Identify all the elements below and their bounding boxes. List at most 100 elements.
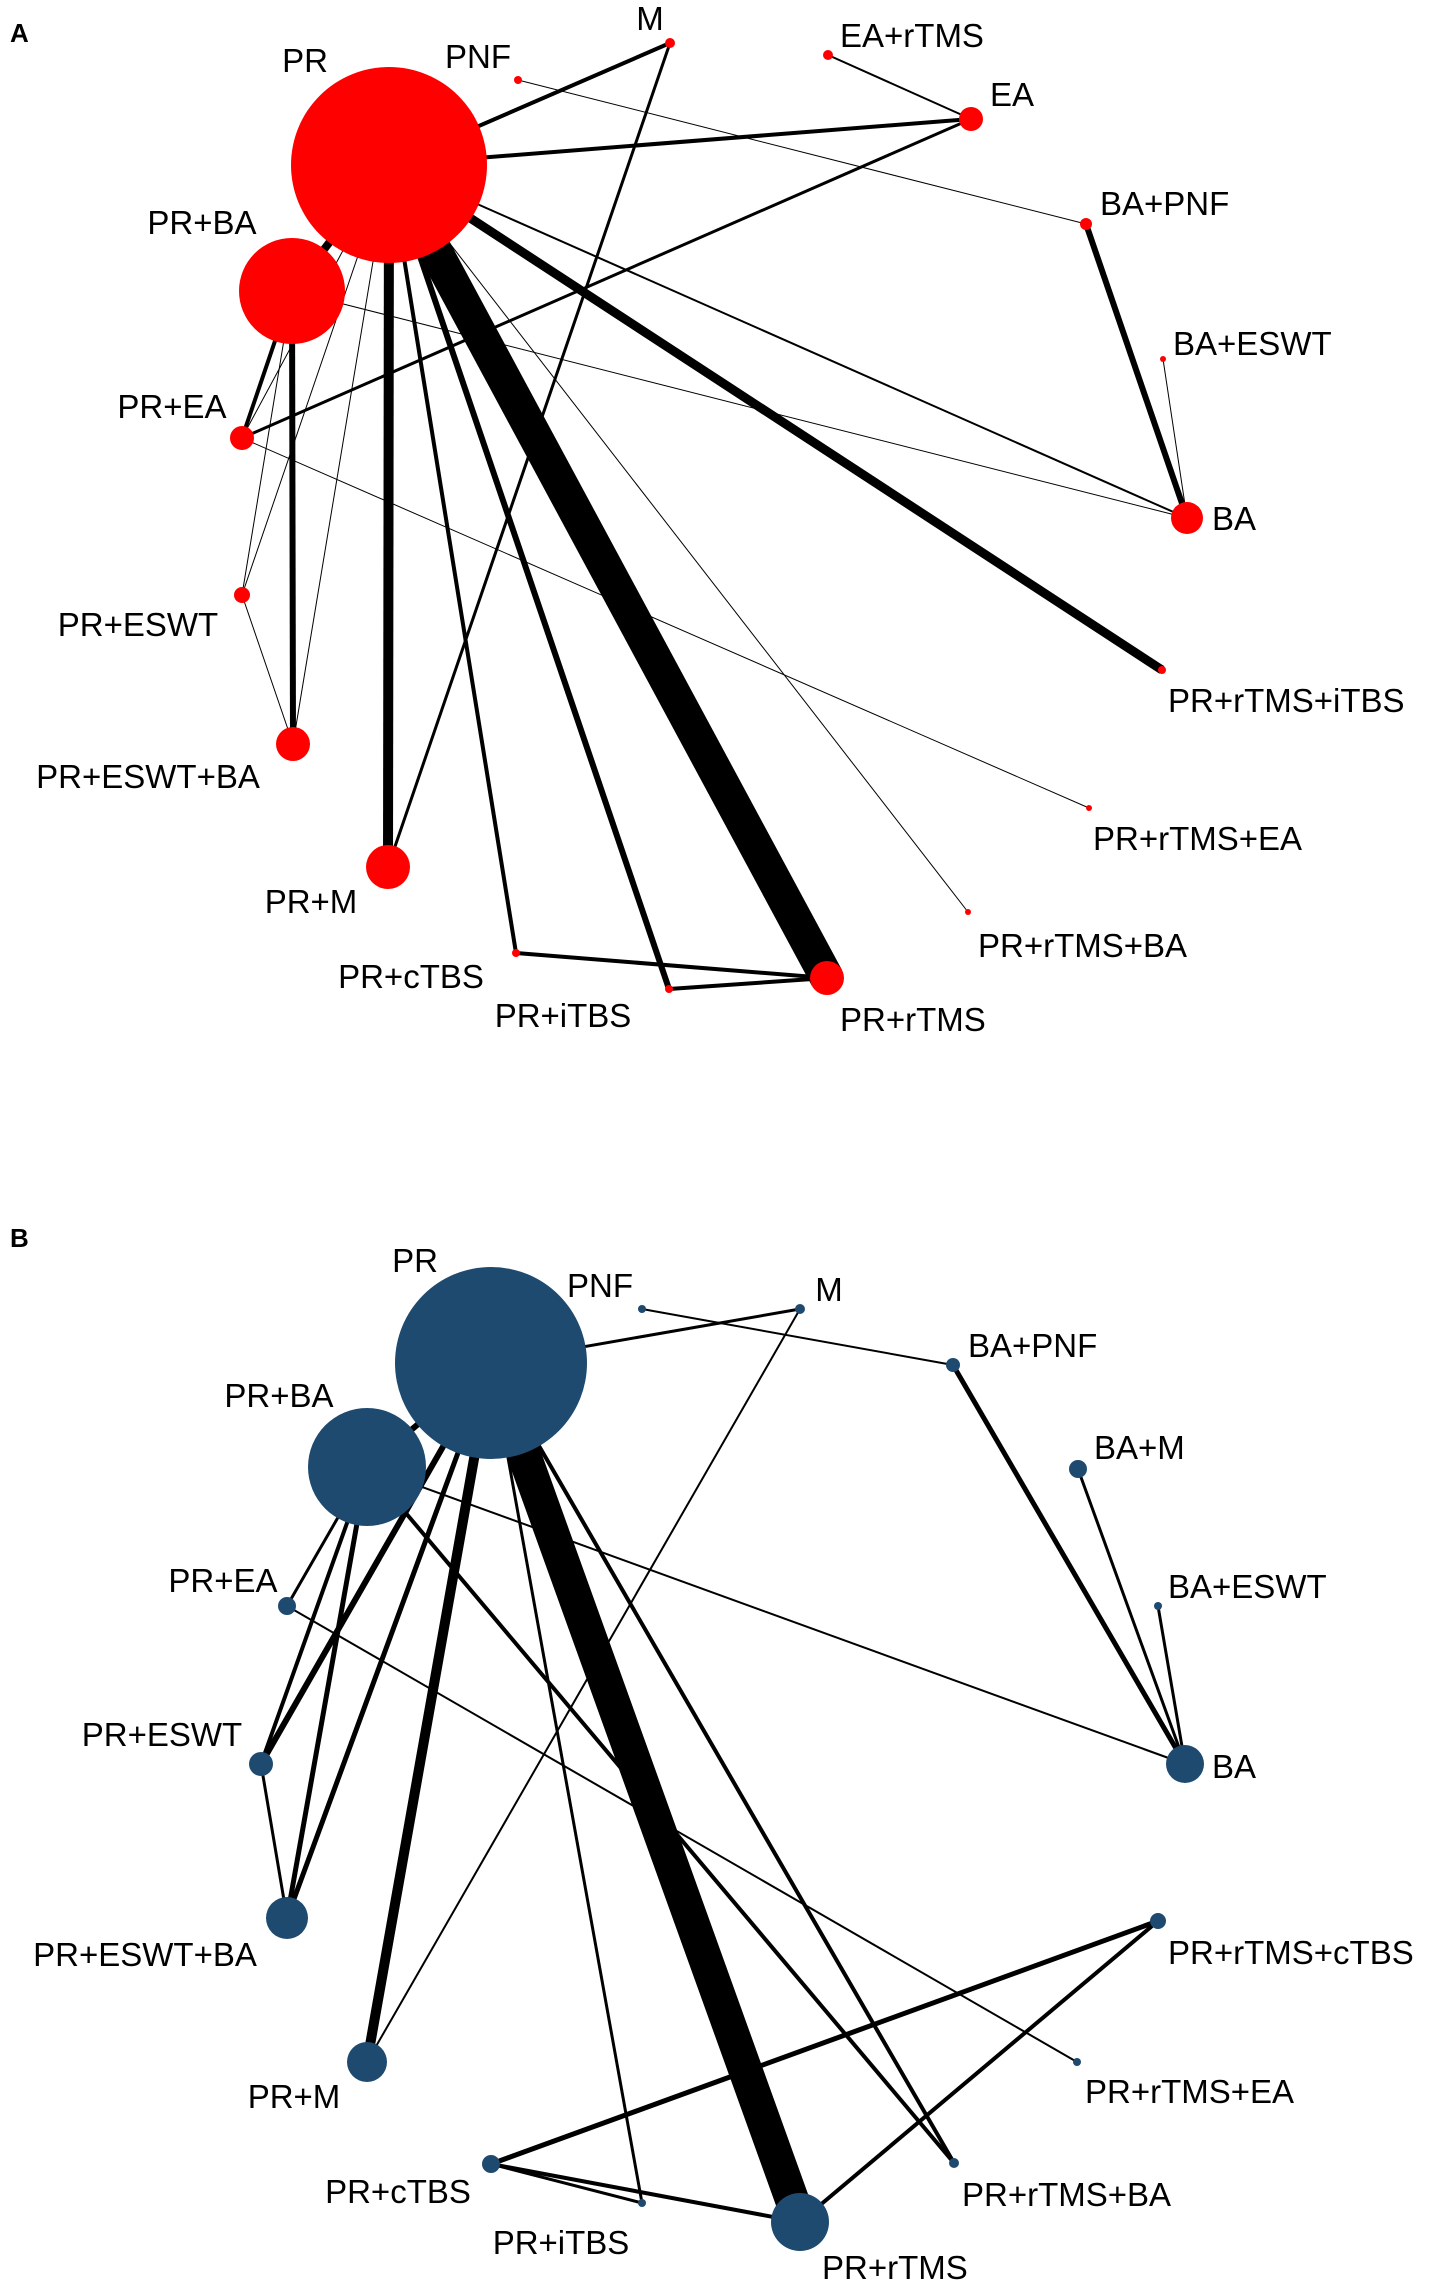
panel-a-edge-m--pr-plus-m <box>386 42 672 868</box>
panel-b-node-pr-plus-rtms <box>771 2193 829 2251</box>
panel-a-label-pr-plus-rtms-plus-itbs: PR+rTMS+iTBS <box>1168 682 1405 719</box>
panel-b-edges <box>258 1307 1188 2228</box>
panel-a-label-pnf: PNF <box>445 38 511 75</box>
panel-a-node-pr-plus-ea <box>230 426 254 450</box>
panel-a-edge-ba-plus-pnf--ba <box>1083 223 1190 519</box>
panel-a-label-ea: EA <box>990 76 1034 113</box>
panel-b-edge-pr-plus-ba--pr-plus-eswt-plus-ba <box>284 1466 370 1919</box>
panel-b-label-pr-plus-rtms-plus-ctbs: PR+rTMS+cTBS <box>1168 1934 1414 1971</box>
panel-a-edge-pr--pr-plus-itbs <box>386 164 672 990</box>
panel-a-node-pr-plus-rtms-plus-itbs <box>1158 666 1166 674</box>
panel-b-node-pr <box>395 1267 587 1459</box>
panel-b-node-pr-plus-rtms-plus-ctbs <box>1150 1913 1166 1929</box>
panel-b-node-pnf <box>638 1305 646 1313</box>
panel-b-label-pr-plus-eswt-plus-ba: PR+ESWT+BA <box>33 1936 257 1973</box>
panel-a-label-pr-plus-rtms: PR+rTMS <box>840 1001 986 1038</box>
panel-a-edge-pr--pr-plus-rtms <box>374 156 842 987</box>
panel-a-node-pr-plus-rtms <box>810 961 844 995</box>
panel-a-node-ba-plus-pnf <box>1080 218 1092 230</box>
panel-b-label-ba-plus-pnf: BA+PNF <box>968 1327 1097 1364</box>
panel-a-label-pr: PR <box>282 42 328 79</box>
panel-b-label-pr: PR <box>392 1242 438 1279</box>
panel-a-node-pr-plus-itbs <box>665 985 673 993</box>
panel-a-label-pr-plus-eswt: PR+ESWT <box>58 606 218 643</box>
panel-b-label-pr-plus-eswt: PR+ESWT <box>82 1716 242 1753</box>
panel-b-node-ba-plus-m <box>1069 1460 1087 1478</box>
panel-b-node-pr-plus-ea <box>278 1597 296 1615</box>
panel-a-node-pr-plus-ba <box>239 238 345 344</box>
panel-b-edge-pr-plus-ba--ba <box>366 1466 1186 1765</box>
panel-b-node-pr-plus-ba <box>308 1408 426 1526</box>
panel-b-edge-pr-plus-rtms--pr-plus-rtms-plus-ctbs <box>798 1919 1160 2224</box>
panel-a-edge-pnf--ba-plus-pnf <box>517 79 1087 225</box>
panel-b-label-pr-plus-rtms: PR+rTMS <box>822 2249 968 2286</box>
panel-b-edge-m--pr-plus-m <box>366 1308 801 2063</box>
panel-a-node-pr-plus-m <box>366 845 410 889</box>
panel-b-label-m: M <box>815 1271 843 1308</box>
panel-b-label-ba: BA <box>1212 1748 1256 1785</box>
panel-a-node-m <box>665 38 675 48</box>
panel-a-node-pr-plus-eswt-plus-ba <box>276 727 310 761</box>
panel-a-label-pr-plus-ctbs: PR+cTBS <box>338 958 484 995</box>
panel-a-label-pr-plus-rtms-plus-ea: PR+rTMS+EA <box>1093 820 1302 857</box>
panel-a-node-ea-plus-rtms <box>823 50 833 60</box>
panel-b-edge-pnf--ba-plus-pnf <box>641 1308 954 1366</box>
panel-b-label-pr-plus-itbs: PR+iTBS <box>493 2224 630 2261</box>
panel-a-letter: A <box>10 18 29 48</box>
panel-a-node-pr-plus-ctbs <box>512 949 520 957</box>
panel-a-node-pr <box>291 67 487 263</box>
panel-b-edge-ba-plus-eswt--ba <box>1156 1605 1187 1765</box>
panel-b-edge-pr-plus-ea--pr-plus-rtms-plus-ea <box>286 1605 1078 2063</box>
panel-b-label-pr-plus-m: PR+M <box>248 2078 341 2115</box>
panel-a-edge-ba-plus-eswt--ba <box>1162 358 1188 519</box>
panel-b-edge-pr-plus-ctbs--pr-plus-rtms-plus-ctbs <box>490 1918 1159 2167</box>
panel-a-nodes <box>230 38 1203 995</box>
panel-b-edge-pr-plus-ctbs--pr-plus-itbs <box>490 2162 643 2205</box>
panel-a-node-pr-plus-rtms-plus-ea <box>1086 805 1092 811</box>
panel-a-node-pr-plus-eswt <box>234 587 250 603</box>
panel-a-label-pr-plus-ba: PR+BA <box>147 204 256 241</box>
panel-b-label-pr-plus-ctbs: PR+cTBS <box>325 2173 471 2210</box>
panel-b-edge-pr--pr-plus-itbs <box>489 1362 644 2204</box>
panel-b-node-pr-plus-m <box>347 2042 387 2082</box>
panel-b-letter: B <box>10 1223 29 1253</box>
panel-b-edge-ba-plus-pnf--ba <box>950 1363 1188 1766</box>
panel-b-node-pr-plus-eswt-plus-ba <box>266 1897 308 1939</box>
panel-a-edge-pr--pr-plus-ctbs <box>387 164 518 954</box>
panel-a-edge-pr--pr-plus-m <box>383 164 394 868</box>
panel-a-edge-pr-plus-ctbs--pr-plus-rtms <box>515 951 828 980</box>
panel-b-edge-ba-plus-m--ba <box>1076 1468 1187 1765</box>
panel-a-edge-pr-plus-ba--pr-plus-eswt-plus-ba <box>289 290 296 745</box>
panel-a-label-ba: BA <box>1212 500 1256 537</box>
panel-b-label-pr-plus-rtms-plus-ea: PR+rTMS+EA <box>1085 2073 1294 2110</box>
panel-a-label-pr-plus-ea: PR+EA <box>117 388 226 425</box>
panel-a-label-ea-plus-rtms: EA+rTMS <box>840 17 984 54</box>
panel-b-edge-pr-plus-eswt--pr-plus-eswt-plus-ba <box>259 1763 289 1919</box>
panel-a-edge-pr-plus-ea--pr-plus-rtms-plus-ea <box>241 437 1090 809</box>
panel-a-label-ba-plus-pnf: BA+PNF <box>1100 185 1229 222</box>
panel-a-edge-ea-plus-rtms--ea <box>827 54 972 120</box>
panel-a-node-ea <box>959 107 983 131</box>
panel-b-node-pr-plus-itbs <box>638 2199 646 2207</box>
panel-a-label-pr-plus-rtms-plus-ba: PR+rTMS+BA <box>978 927 1187 964</box>
panel-a-label-ba-plus-eswt: BA+ESWT <box>1173 325 1332 362</box>
panel-b-edge-pr-plus-ctbs--pr-plus-rtms <box>490 2162 801 2224</box>
panel-b-edge-pr-plus-ba--pr-plus-rtms-plus-ba <box>365 1465 956 2165</box>
panel-b-node-ba <box>1166 1745 1204 1783</box>
panel-b-node-pr-plus-rtms-plus-ea <box>1073 2058 1081 2066</box>
panel-b-label-ba-plus-m: BA+M <box>1094 1429 1185 1466</box>
panel-a-edge-pr-plus-eswt--pr-plus-eswt-plus-ba <box>241 594 294 745</box>
panel-a-label-pr-plus-m: PR+M <box>265 883 358 920</box>
panel-b-label-ba-plus-eswt: BA+ESWT <box>1168 1568 1327 1605</box>
panel-a-label-m: M <box>636 0 664 37</box>
panel-b-label-pr-plus-ba: PR+BA <box>224 1377 333 1414</box>
panel-a-node-pr-plus-rtms-plus-ba <box>965 909 971 915</box>
panel-b-node-m <box>795 1304 805 1314</box>
panel-b-node-ba-plus-eswt <box>1154 1602 1162 1610</box>
panel-b-edge-pr--pr-plus-m <box>362 1362 496 2063</box>
